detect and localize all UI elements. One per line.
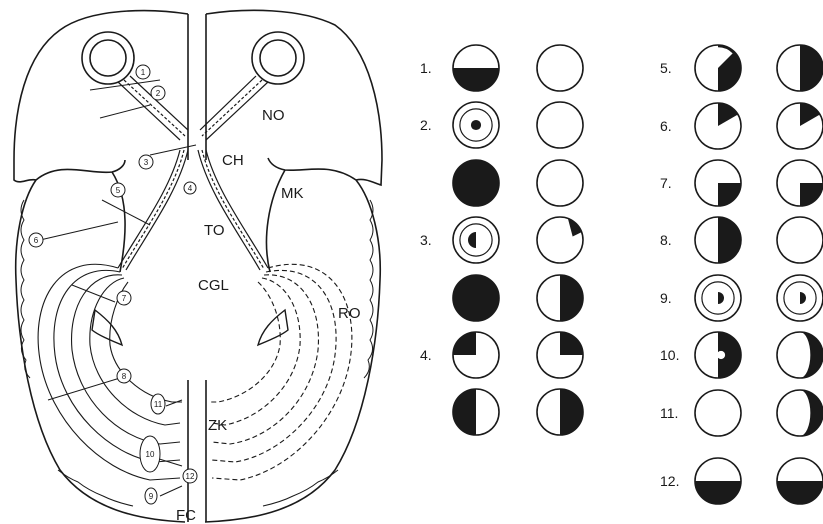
left-eye-field [453,45,499,91]
right-eye-field [777,458,823,504]
left-eye-field [695,390,741,436]
visual-field-row-label: 1. [420,60,432,76]
left-eye-field [453,332,499,378]
marker-4-number: 4 [188,184,193,193]
visual-field-row [453,275,583,321]
region-label-ch: CH [222,152,244,169]
left-eye-field [453,389,499,435]
region-label-mk: MK [281,185,304,202]
right-eye-field [777,332,823,378]
left-eye-field [453,102,499,148]
visual-field-row: 5. [660,45,823,91]
brain-outline [14,10,382,522]
visual-field-row: 3. [420,217,583,263]
right-eye-field [777,103,823,149]
region-label-to: TO [204,222,225,239]
visual-field-row: 7. [660,160,823,206]
visual-field-row: 4. [420,332,583,378]
visual-field-row: 11. [660,390,823,436]
left-eye-field [695,217,741,263]
marker-12-number: 12 [186,472,195,481]
left-eye-field [695,160,741,206]
visual-field-row [453,389,583,435]
marker-9-number: 9 [149,492,154,501]
visual-field-row-label: 9. [660,290,672,306]
right-eye-field [777,160,823,206]
right-eye-field [537,160,583,206]
region-label-zk: ZK [208,417,227,434]
marker-5-number: 5 [116,186,121,195]
visual-field-row-label: 2. [420,117,432,133]
optic-radiation-right [210,264,352,480]
visual-field-row-label: 5. [660,60,672,76]
right-eye-field [777,275,823,321]
visual-field-row: 6. [660,103,823,149]
right-eye-field [777,217,823,263]
marker-7-number: 7 [122,294,127,303]
right-eye-field [537,389,583,435]
left-eye-field [695,458,741,504]
region-label-ro: RO [338,305,361,322]
visual-field-row: 9. [660,275,823,321]
left-eye-field [695,103,741,149]
marker-3-number: 3 [144,158,149,167]
region-label-no: NO [262,107,285,124]
visual-field-row: 10. [660,332,823,378]
marker-11-number: 11 [154,400,163,409]
cortex-texture [21,200,373,506]
right-eye-field [537,217,583,263]
visual-field-row-label: 8. [660,232,672,248]
visual-field-row-label: 11. [660,405,678,421]
visual-field-row-label: 4. [420,347,432,363]
left-eye-field [695,275,741,321]
left-eye-field [695,45,741,91]
optic-nerves [118,76,268,140]
ventricles [92,310,288,345]
visual-field-row: 8. [660,217,823,263]
optic-tracts [118,150,268,270]
visual-field-row [453,160,583,206]
lesion-marker-numbers: 1 2 3 4 5 6 7 8 9 10 11 12 [34,68,195,501]
visual-field-row: 12. [660,458,823,504]
left-eye-field [453,160,499,206]
marker-2-number: 2 [156,89,161,98]
left-eye-field [695,332,741,378]
visual-field-row-label: 7. [660,175,672,191]
left-eye [82,32,134,84]
lesion-lines [40,80,196,496]
marker-8-number: 8 [122,372,127,381]
right-eye [252,32,304,84]
visual-field-row: 1. [420,45,583,91]
visual-field-charts: 1. 2. 3. 4. 5. 6. 7. 8. 9. 10. 11. 12. [420,45,823,504]
visual-field-row-label: 10. [660,347,679,363]
left-eye-field [453,275,499,321]
region-label-fc: FC [176,507,196,524]
left-eye-field [453,217,499,263]
right-eye-field [537,45,583,91]
marker-6-number: 6 [34,236,39,245]
right-eye-field [537,102,583,148]
optic-radiation-left [38,264,182,480]
region-label-cgl: CGL [198,277,229,294]
visual-field-row: 2. [420,102,583,148]
right-eye-field [537,332,583,378]
right-eye-field [777,390,823,436]
visual-field-row-label: 3. [420,232,432,248]
right-eye-field [537,275,583,321]
marker-1-number: 1 [141,68,146,77]
marker-10-number: 10 [146,450,155,459]
right-eye-field [777,45,823,91]
visual-field-row-label: 12. [660,473,679,489]
visual-field-row-label: 6. [660,118,672,134]
